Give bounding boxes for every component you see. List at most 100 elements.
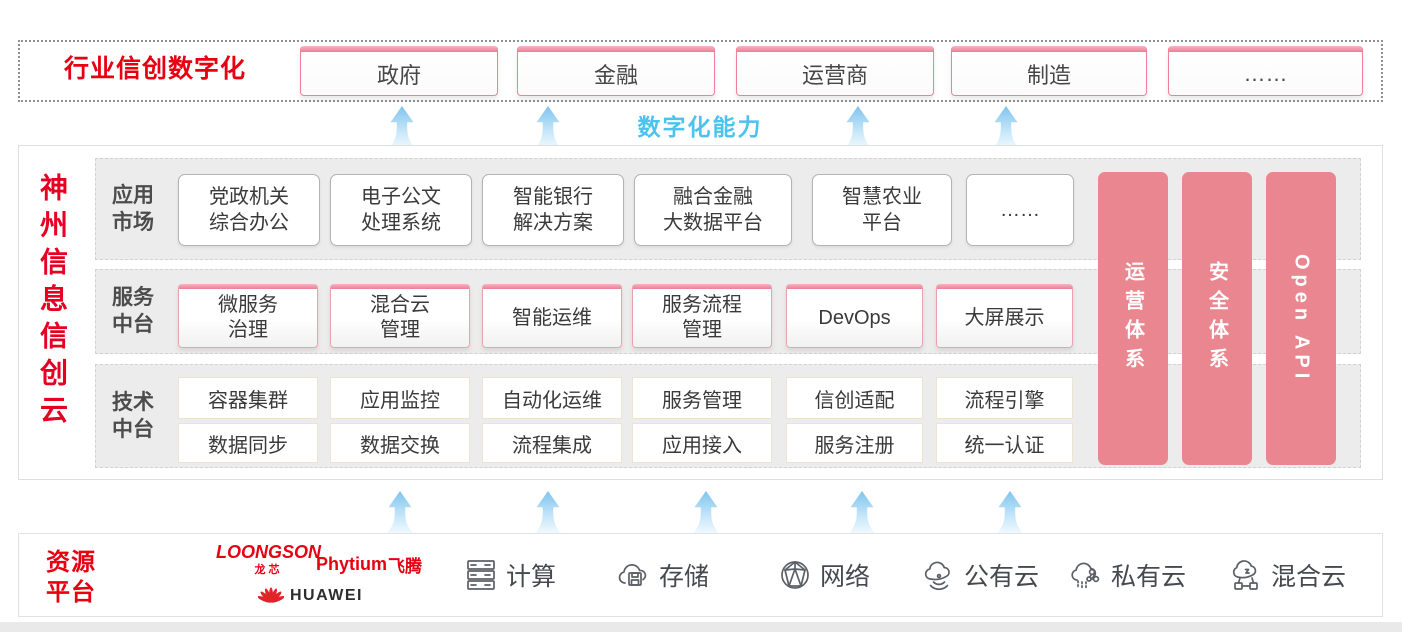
service-label: 微服务 治理: [218, 294, 278, 341]
accent-bar: [1169, 46, 1362, 52]
app-box: 电子公文 处理系统: [330, 174, 472, 246]
phytium-logo-text: Phytium: [316, 554, 388, 574]
tech-box: 流程集成: [482, 423, 622, 463]
service-box: 智能运维: [482, 284, 622, 348]
accent-bar: [483, 284, 621, 289]
resource-item-label: 私有云: [1111, 563, 1187, 591]
cloud-platform-title: 神州信息信创云: [37, 173, 68, 432]
phytium-logo-cn: 飞腾: [388, 557, 423, 576]
industry-label: 政府: [376, 62, 421, 88]
network-icon: [781, 561, 809, 589]
huawei-logo-text: HUAWEI: [290, 587, 363, 604]
side-bar-label: Open API: [1290, 253, 1313, 384]
side-bar-operations: 运营体系: [1098, 172, 1168, 465]
resource-item-label: 存储: [659, 563, 710, 591]
industry-label: ……: [1243, 60, 1288, 86]
loongson-logo: LOONGSON 龙芯: [216, 542, 321, 577]
up-arrow-icon: [535, 106, 561, 148]
resource-item-storage: 存储: [616, 555, 709, 595]
resource-item-label: 计算: [506, 563, 557, 591]
accent-bar: [952, 46, 1146, 52]
industry-box-government: 政府: [300, 46, 498, 96]
resource-item-compute: 计算: [463, 555, 556, 595]
industry-label: 运营商: [801, 62, 868, 88]
resource-item-label: 网络: [820, 563, 871, 591]
service-box: 微服务 治理: [178, 284, 318, 348]
resource-item-label: 混合云: [1271, 563, 1347, 591]
tech-box: 应用监控: [330, 377, 470, 419]
service-label: 智能运维: [512, 306, 592, 329]
service-label: 混合云 管理: [370, 294, 430, 341]
huawei-logo: HUAWEI: [258, 583, 363, 609]
accent-bar: [518, 46, 714, 52]
phytium-logo: Phytium 飞腾: [316, 552, 422, 577]
tech-box: 信创适配: [786, 377, 923, 419]
accent-bar: [301, 46, 497, 52]
side-bar-open-api: Open API: [1266, 172, 1336, 465]
service-label: 服务流程 管理: [662, 294, 742, 341]
up-arrow-icon: [387, 491, 413, 533]
resource-item-label: 公有云: [964, 563, 1040, 591]
industry-box-operator: 运营商: [736, 46, 934, 96]
side-bar-security: 安全体系: [1182, 172, 1252, 465]
up-arrow-icon: [389, 106, 415, 148]
tech-box: 容器集群: [178, 377, 318, 419]
industry-box-finance: 金融: [517, 46, 715, 96]
tech-box: 数据同步: [178, 423, 318, 463]
row-label-service-platform: 服务 中台: [112, 286, 154, 336]
app-box-more: ……: [966, 174, 1074, 246]
accent-bar: [937, 284, 1072, 289]
industry-label: 制造: [1026, 62, 1071, 88]
row-label-app-market: 应用 市场: [112, 184, 154, 234]
resource-platform-title: 资源 平台: [46, 549, 96, 606]
industry-box-more: ……: [1168, 46, 1363, 96]
service-box: 服务流程 管理: [632, 284, 772, 348]
up-arrow-icon: [997, 491, 1023, 533]
accent-bar: [179, 284, 317, 289]
tech-box: 流程引擎: [936, 377, 1073, 419]
app-box: 智能银行 解决方案: [482, 174, 624, 246]
industry-banner-title: 行业信创数字化: [64, 55, 247, 83]
up-arrow-icon: [849, 491, 875, 533]
side-bar-label: 运营体系: [1121, 260, 1144, 377]
resource-platform-box: [18, 533, 1383, 617]
row-label-tech-platform: 技术 中台: [112, 391, 154, 441]
footer-strip: [0, 622, 1402, 632]
tech-box: 服务注册: [786, 423, 923, 463]
service-label: 大屏展示: [964, 306, 1045, 329]
resource-item-network: 网络: [777, 555, 870, 595]
server-icon: [467, 560, 495, 590]
up-arrow-icon: [693, 491, 719, 533]
resource-item-public-cloud: 公有云: [921, 555, 1039, 595]
tech-box: 数据交换: [330, 423, 470, 463]
accent-bar: [787, 284, 922, 289]
tech-box: 应用接入: [632, 423, 772, 463]
service-box: DevOps: [786, 284, 923, 348]
hybrid-cloud-icon: [1232, 560, 1258, 590]
tech-box: 服务管理: [632, 377, 772, 419]
app-box: 智慧农业 平台: [812, 174, 952, 246]
up-arrow-icon: [535, 491, 561, 533]
app-box: 融合金融 大数据平台: [634, 174, 792, 246]
service-label: DevOps: [818, 306, 891, 329]
resource-item-hybrid-cloud: 混合云: [1228, 555, 1346, 595]
storage-icon: [618, 564, 647, 586]
tech-box: 自动化运维: [482, 377, 622, 419]
service-box: 混合云 管理: [330, 284, 470, 348]
loongson-logo-cn: 龙芯: [254, 564, 283, 576]
accent-bar: [737, 46, 933, 52]
service-box: 大屏展示: [936, 284, 1073, 348]
up-arrow-icon: [845, 106, 871, 148]
industry-label: 金融: [593, 62, 638, 88]
loongson-logo-text: LOONGSON: [216, 542, 322, 562]
capability-caption: 数字化能力: [637, 114, 763, 140]
up-arrow-icon: [993, 106, 1019, 148]
resource-item-private-cloud: 私有云: [1068, 555, 1186, 595]
industry-box-manufacturing: 制造: [951, 46, 1147, 96]
private-cloud-icon: [1071, 562, 1100, 589]
accent-bar: [331, 284, 469, 289]
side-bar-label: 安全体系: [1205, 260, 1228, 377]
public-cloud-icon: [924, 561, 950, 591]
app-box: 党政机关 综合办公: [178, 174, 320, 246]
